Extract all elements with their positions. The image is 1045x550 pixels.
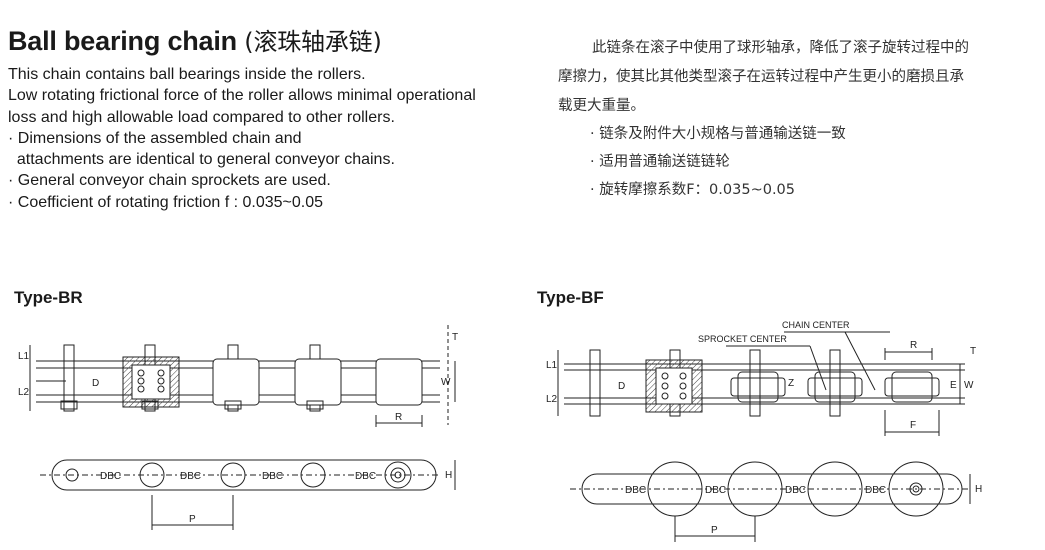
- dim-l1: L1: [18, 351, 30, 362]
- desc-en-line: · Coefficient of rotating friction f : 0…: [8, 193, 323, 211]
- type-br-label: Type-BR: [14, 288, 83, 307]
- dbc-label: DBC: [865, 485, 886, 496]
- dim-l2: L2: [18, 387, 30, 398]
- dim-d: D: [618, 381, 625, 392]
- chain-center-label: CHAIN CENTER: [782, 320, 850, 330]
- dim-l2: L2: [546, 394, 558, 405]
- desc-cn-line: · 链条及附件大小规格与普通输送链一致: [590, 126, 846, 142]
- desc-cn-line: · 适用普通输送链链轮: [590, 154, 730, 170]
- desc-en-line: Low rotating frictional force of the rol…: [8, 87, 476, 105]
- desc-cn-line: · 旋转摩擦系数F：0.035~0.05: [590, 182, 796, 198]
- dim-t: T: [970, 346, 976, 357]
- dbc-label: DBC: [355, 471, 376, 482]
- dim-e: E: [950, 380, 957, 391]
- dim-w: W: [964, 380, 974, 391]
- sprocket-center-label: SPROCKET CENTER: [698, 334, 787, 344]
- dim-r: R: [910, 340, 917, 351]
- dim-d: D: [92, 378, 99, 389]
- desc-en-line: loss and high allowable load compared to…: [8, 108, 395, 126]
- dbc-label: DBC: [785, 485, 806, 496]
- dbc-label: DBC: [100, 471, 121, 482]
- desc-en-line: This chain contains ball bearings inside…: [8, 66, 366, 83]
- desc-cn-line: 此链条在滚子中使用了球形轴承，降低了滚子旋转过程中的: [592, 40, 969, 56]
- dbc-label: DBC: [262, 471, 283, 482]
- dim-z: Z: [788, 378, 794, 389]
- dbc-label: DBC: [180, 471, 201, 482]
- dim-l1: L1: [546, 360, 558, 371]
- type-br-diagram: L1 L2 D R W T DBC DBC DBC DBC P H: [18, 325, 458, 530]
- dim-t: T: [452, 332, 458, 343]
- desc-cn-line: 摩擦力，使其比其他类型滚子在运转过程中产生更小的磨损且承: [558, 69, 964, 85]
- dim-w: W: [441, 377, 451, 388]
- dim-f: F: [910, 420, 916, 431]
- dbc-label: DBC: [625, 485, 646, 496]
- dim-p: P: [189, 514, 196, 525]
- page-title: Ball bearing chain (滚珠轴承链): [8, 22, 382, 57]
- dim-h: H: [975, 484, 982, 495]
- dim-h: H: [445, 470, 452, 481]
- title-cn: (滚珠轴承链): [244, 28, 382, 56]
- desc-en-line: · General conveyor chain sprockets are u…: [8, 172, 331, 190]
- desc-en-line: · Dimensions of the assembled chain and: [8, 129, 302, 147]
- type-bf-label: Type-BF: [537, 288, 604, 307]
- desc-cn-line: 载更大重量。: [558, 98, 645, 114]
- dim-p: P: [711, 525, 718, 536]
- dbc-label: DBC: [705, 485, 726, 496]
- desc-en-line: attachments are identical to general con…: [8, 151, 395, 169]
- description-en: This chain contains ball bearings inside…: [8, 64, 476, 213]
- type-bf-diagram: L1 L2 D R F E W Z T CHAIN CENTER SPROCKE…: [546, 320, 982, 542]
- dim-r: R: [395, 412, 402, 423]
- title-en: Ball bearing chain: [8, 26, 237, 56]
